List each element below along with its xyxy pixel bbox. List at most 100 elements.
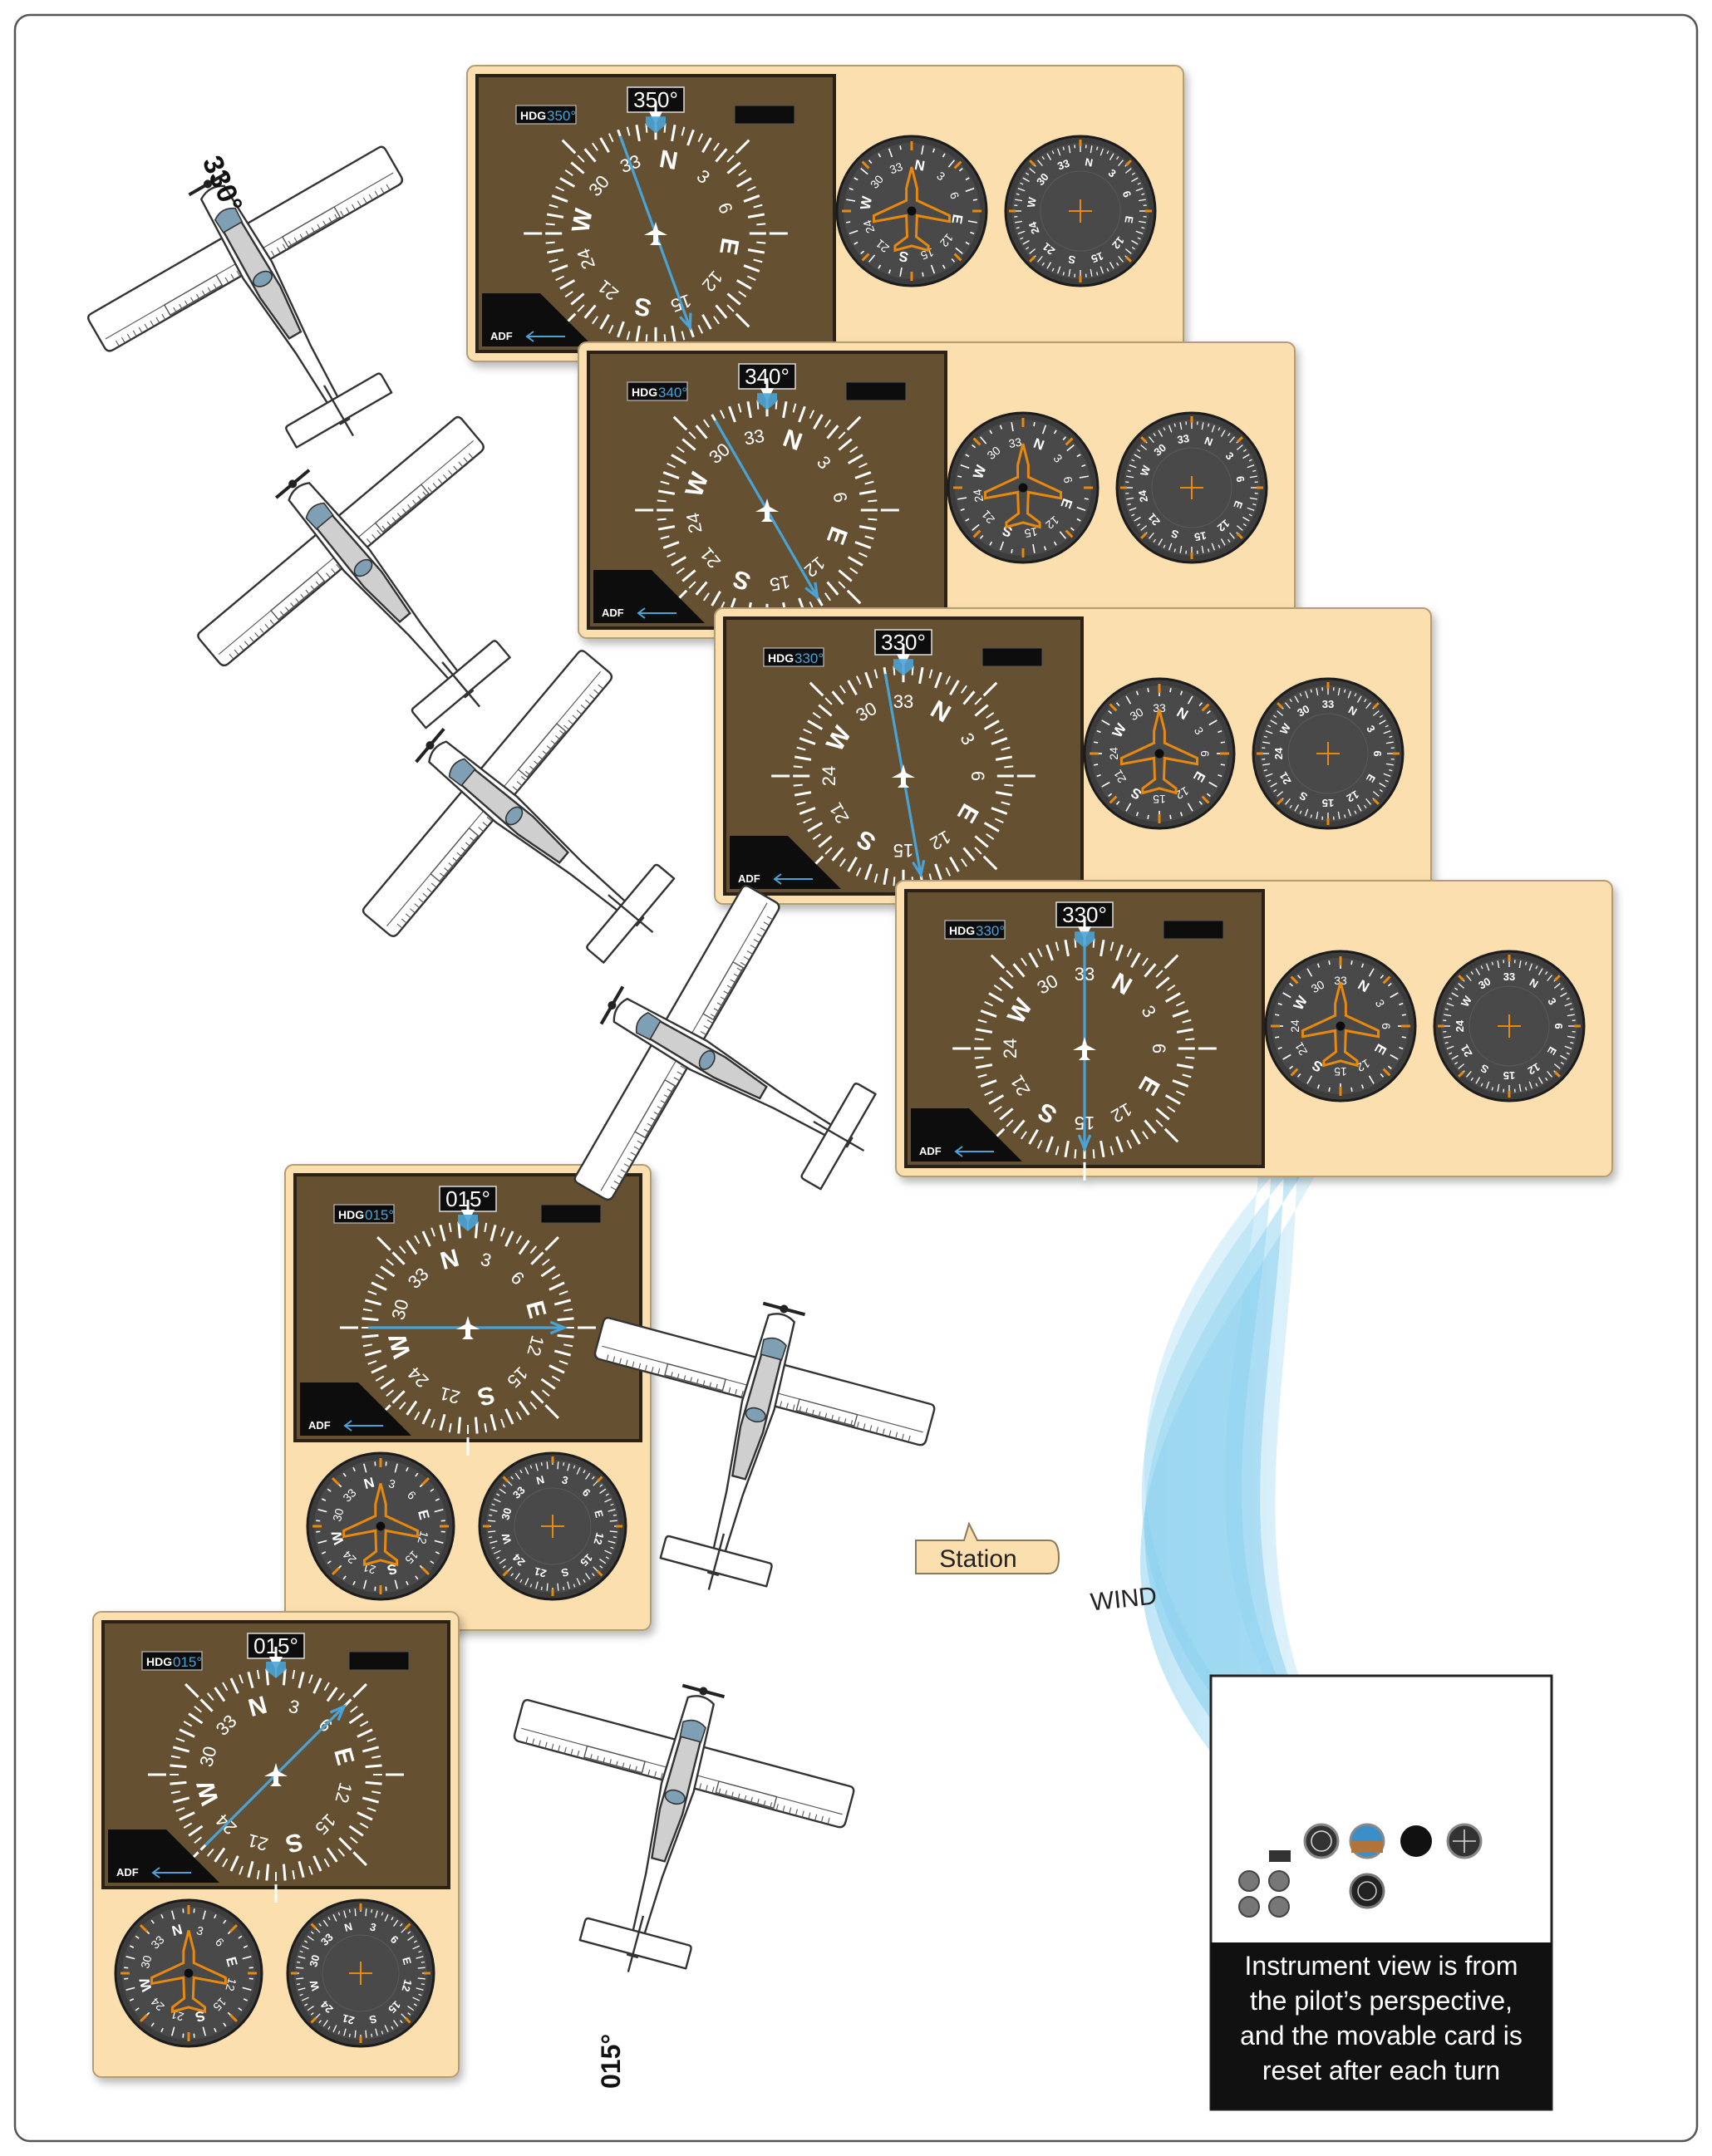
svg-text:33: 33	[1322, 698, 1334, 710]
svg-text:6: 6	[1380, 1023, 1393, 1029]
svg-text:24: 24	[682, 511, 706, 534]
adf-inset-6: ADF	[108, 1829, 219, 1883]
svg-text:30: 30	[1295, 702, 1311, 719]
svg-text:N: N	[913, 157, 926, 174]
adf-inset-1: ADF	[482, 293, 593, 346]
blank-readout-1	[734, 105, 795, 125]
hdg-prefix: HDG	[338, 1208, 364, 1221]
legend-line-2: the pilot’s perspective,	[1250, 1986, 1513, 2016]
airplane-6	[513, 1683, 855, 1972]
svg-text:30: 30	[1476, 975, 1493, 991]
svg-text:3: 3	[195, 1923, 205, 1938]
svg-text:15: 15	[768, 572, 791, 596]
svg-text:N: N	[343, 1920, 354, 1934]
legend-inset: Instrument view is from the pilot’s pers…	[1209, 1674, 1553, 2111]
airplane-1	[86, 145, 404, 449]
svg-text:6: 6	[967, 771, 988, 781]
svg-text:6: 6	[1198, 750, 1212, 757]
svg-text:12: 12	[591, 1531, 606, 1546]
adf-label: ADF	[738, 872, 760, 885]
svg-text:21: 21	[341, 2011, 356, 2026]
svg-text:S: S	[1067, 253, 1076, 266]
station-label: Station	[939, 1545, 1016, 1573]
instrument-panel-6: HDG015°015°N36E1215S2124W3033ADFN36E1215…	[92, 1611, 460, 2078]
hdg-prefix: HDG	[949, 924, 975, 937]
adf-inset-5: ADF	[300, 1382, 411, 1436]
svg-text:15: 15	[1503, 1069, 1515, 1082]
adf-label: ADF	[490, 330, 513, 342]
blank-readout-2	[845, 381, 907, 401]
svg-text:30: 30	[307, 1953, 322, 1968]
adf-label: ADF	[602, 607, 624, 619]
svg-text:21: 21	[1110, 768, 1129, 786]
svg-text:6: 6	[1371, 750, 1384, 756]
svg-text:W: W	[136, 1976, 155, 1993]
svg-text:E: E	[400, 1956, 414, 1967]
svg-text:30: 30	[330, 1506, 347, 1522]
cockpit-thumbnail	[1238, 1823, 1483, 1918]
svg-text:33: 33	[1176, 432, 1190, 446]
svg-text:24: 24	[1272, 747, 1285, 759]
svg-text:12: 12	[1345, 788, 1361, 804]
svg-text:S: S	[367, 2012, 378, 2026]
svg-text:24: 24	[1026, 219, 1041, 235]
svg-text:15: 15	[1193, 529, 1208, 543]
heading-bug-readout-4: 330°	[1055, 901, 1114, 928]
svg-text:3: 3	[560, 1473, 569, 1486]
svg-text:33: 33	[893, 691, 913, 712]
svg-text:30: 30	[499, 1506, 514, 1521]
airplane-2	[197, 415, 511, 729]
svg-text:12: 12	[1355, 1057, 1373, 1075]
hdg-value: 330°	[976, 923, 1005, 939]
svg-text:6: 6	[1234, 475, 1247, 484]
airplane-3	[362, 650, 676, 964]
hdg-prefix: HDG	[520, 109, 546, 122]
svg-text:N: N	[362, 1475, 376, 1493]
svg-text:30: 30	[1128, 705, 1146, 723]
svg-text:24: 24	[1288, 1019, 1301, 1033]
svg-text:12: 12	[399, 1978, 414, 1993]
svg-text:33: 33	[1334, 974, 1347, 987]
svg-text:6: 6	[1061, 475, 1075, 484]
hdg-value: 015°	[365, 1207, 394, 1223]
svg-text:S: S	[559, 1565, 570, 1579]
svg-text:24: 24	[1107, 747, 1120, 760]
svg-text:30: 30	[1309, 977, 1327, 995]
heading-bug-readout-3: 330°	[874, 629, 932, 656]
svg-text:S: S	[898, 248, 909, 265]
svg-text:3: 3	[368, 1920, 377, 1933]
adf-inset-4: ADF	[911, 1108, 1022, 1161]
svg-text:33: 33	[1503, 970, 1515, 983]
legend-line-3: and the movable card is	[1240, 2021, 1523, 2050]
svg-text:12: 12	[1173, 784, 1192, 803]
svg-text:15: 15	[1322, 797, 1334, 809]
svg-text:21: 21	[1291, 1040, 1310, 1058]
svg-text:33: 33	[1055, 157, 1071, 173]
svg-text:W: W	[970, 462, 990, 480]
blank-readout-6	[348, 1651, 410, 1671]
svg-text:21: 21	[1277, 770, 1293, 787]
hdg-value: 330°	[795, 651, 824, 666]
svg-text:E: E	[1122, 215, 1135, 224]
svg-text:12: 12	[1526, 1060, 1542, 1077]
svg-text:3: 3	[387, 1476, 397, 1491]
svg-text:E: E	[948, 213, 966, 224]
station-callout: Station	[915, 1521, 1060, 1574]
adf-inset-2: ADF	[593, 570, 705, 623]
